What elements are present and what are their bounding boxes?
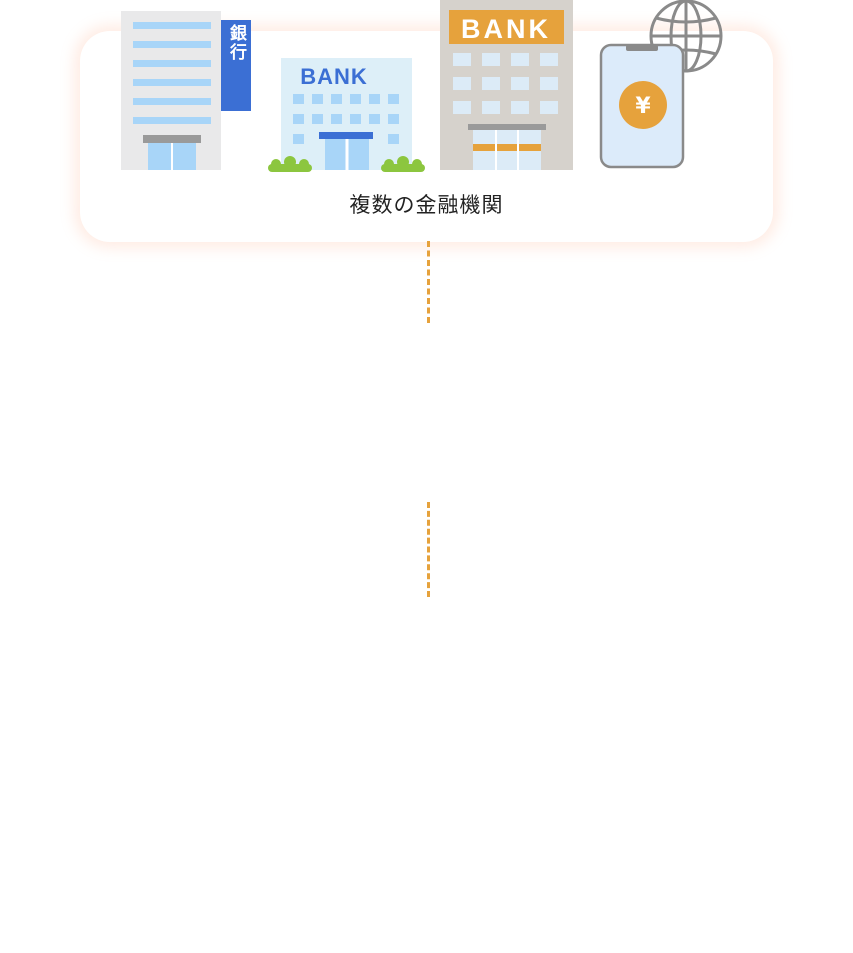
- office-building-icon: 銀行: [121, 11, 251, 170]
- bush-left-icon: [268, 156, 312, 172]
- yen-symbol: ¥: [635, 94, 651, 119]
- vertical-bank-sign: [221, 20, 251, 111]
- bank-branch-icon: BANK: [268, 58, 425, 172]
- orange-sign-plate: [449, 10, 564, 44]
- bank-tower-icon: BANK: [440, 0, 573, 170]
- globe-icon: [649, 0, 723, 73]
- vertical-bank-sign-text: 銀行: [226, 23, 248, 62]
- financial-institutions-label: 複数の金融機関: [349, 193, 504, 217]
- yen-coin-icon: [619, 81, 667, 129]
- institutions-illustration: 銀行 BANK: [121, 0, 723, 172]
- smartphone-icon: ¥: [599, 43, 685, 169]
- dashed-connector-top: [427, 241, 433, 323]
- bank-sign-blue: BANK: [300, 64, 368, 89]
- bank-sign-orange: BANK: [461, 14, 551, 44]
- dashed-connector-middle: [427, 502, 433, 597]
- bush-right-icon: [381, 156, 425, 172]
